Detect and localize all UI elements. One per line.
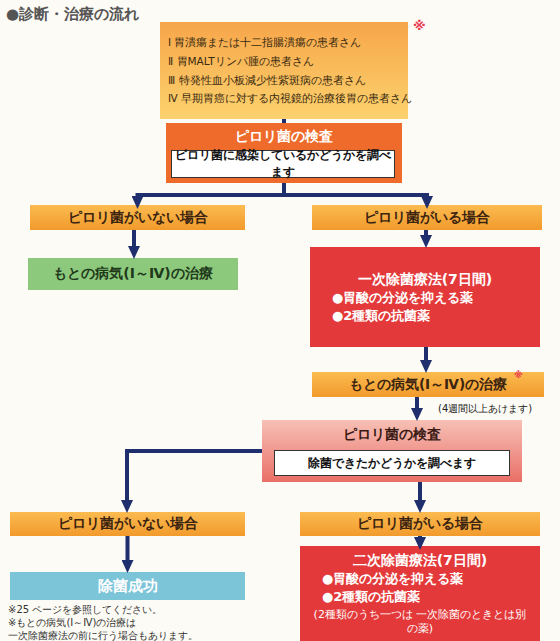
- test-box: ピロリ菌の検査除菌できたかどうかを調べます: [262, 420, 522, 482]
- flow-arrow: [418, 482, 422, 500]
- interval-note: (4週間以上あけます): [438, 402, 556, 416]
- treatment-box: もとの病気(Ⅰ～Ⅳ)の治療: [312, 372, 544, 397]
- node-text: 除菌成功: [98, 577, 158, 596]
- patient-group-box: Ⅰ 胃潰瘍または十二指腸潰瘍の患者さんⅡ 胃MALTリンパ腫の患者さんⅢ 特発性…: [160, 22, 408, 119]
- node-text: もとの病気(Ⅰ～Ⅳ)の治療: [53, 265, 212, 283]
- footnote: ※もとの病気(Ⅰ～Ⅳ)の治療は 一次除菌療法の前に行う場合もあります。: [8, 616, 208, 641]
- footnote: ※25 ページを参照してください。: [8, 603, 238, 616]
- node-text: Ⅱ 胃MALTリンパ腫の患者さん: [168, 52, 314, 71]
- node-text: 除菌できたかどうかを調べます: [308, 455, 476, 472]
- test-box: ピロリ菌の検査ピロリ菌に感染しているかどうかを調べます: [166, 123, 402, 183]
- flow-arrow: [282, 119, 286, 123]
- node-text: ●2種類の抗菌薬: [322, 307, 528, 325]
- node-text: ●胃酸の分泌を抑える薬: [322, 289, 528, 307]
- flow-arrow: [127, 451, 262, 500]
- flow-arrow: [415, 397, 419, 408]
- node-text: Ⅳ 早期胃癌に対する内視鏡的治療後胃の患者さん: [168, 89, 412, 108]
- node-text: もとの病気(Ⅰ～Ⅳ)の治療: [349, 376, 507, 394]
- result-box: ピロリ菌がいる場合: [312, 205, 542, 230]
- flow-arrow: [126, 536, 130, 560]
- node-text: ピロリ菌がいない場合: [68, 209, 208, 227]
- node-text: Ⅲ 特発性血小板減少性紫斑病の患者さん: [168, 71, 366, 90]
- test-description-box: 除菌できたかどうかを調べます: [274, 450, 510, 476]
- flow-arrow: [132, 230, 136, 246]
- result-box: ピロリ菌がいない場合: [30, 205, 245, 230]
- node-text: ●胃酸の分泌を抑える薬: [312, 570, 528, 588]
- node-text: ピロリ菌がいない場合: [58, 515, 198, 533]
- node-text: 一次除菌療法(7日間): [322, 270, 528, 290]
- flow-arrow: [424, 230, 428, 235]
- node-text: ピロリ菌の検査: [343, 426, 441, 444]
- treatment-box: もとの病気(Ⅰ～Ⅳ)の治療: [28, 258, 238, 290]
- diagram-title: ●診断・治療の流れ: [6, 5, 139, 24]
- node-text: 二次除菌療法(7日間): [312, 551, 528, 571]
- therapy-box: 二次除菌療法(7日間)●胃酸の分泌を抑える薬●2種類の抗菌薬 (2種類のうち一つは…: [300, 546, 540, 641]
- note-mark: ※: [514, 370, 528, 380]
- note-mark: ※: [413, 18, 433, 33]
- flow-arrow: [424, 347, 428, 360]
- node-text: ●2種類の抗菌薬: [312, 588, 528, 606]
- flow-arrow: [138, 183, 285, 196]
- therapy-box: 一次除菌療法(7日間)●胃酸の分泌を抑える薬●2種類の抗菌薬: [310, 247, 540, 347]
- test-description-box: ピロリ菌に感染しているかどうかを調べます: [171, 150, 395, 178]
- node-text: ピロリ菌の検査: [235, 128, 333, 146]
- success-box: 除菌成功: [10, 572, 245, 600]
- flow-arrow: [284, 183, 427, 196]
- node-text: ピロリ菌がいる場合: [364, 209, 490, 227]
- node-text: Ⅰ 胃潰瘍または十二指腸潰瘍の患者さん: [168, 33, 361, 52]
- node-text: ピロリ菌に感染しているかどうかを調べます: [172, 147, 394, 181]
- result-box: ピロリ菌がいる場合: [300, 512, 540, 536]
- node-text: (2種類のうち一つは 一次除菌のときとは別の薬): [312, 608, 528, 637]
- node-text: ピロリ菌がいる場合: [357, 515, 483, 533]
- flow-arrow: [418, 536, 422, 537]
- result-box: ピロリ菌がいない場合: [10, 512, 245, 536]
